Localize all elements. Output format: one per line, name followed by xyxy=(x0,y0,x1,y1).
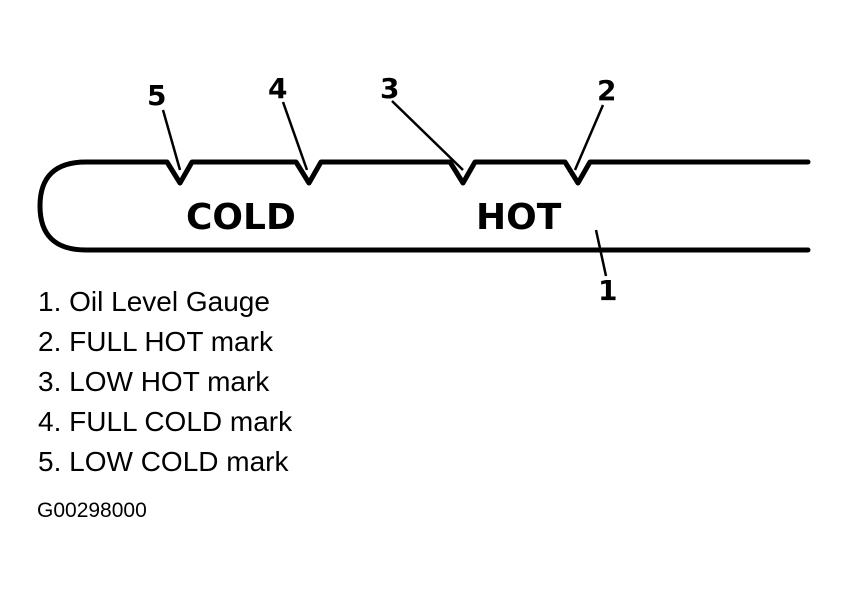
callout-low-hot: 3 xyxy=(380,72,399,105)
dipstick-outline xyxy=(37,159,811,253)
zone-label-cold: COLD xyxy=(186,197,296,238)
zone-label-hot: HOT xyxy=(476,197,562,238)
leader-line-full-hot xyxy=(573,104,605,171)
legend-list: 1. Oil Level Gauge 2. FULL HOT mark 3. L… xyxy=(38,282,292,482)
leader-line-full-cold xyxy=(281,101,309,171)
figure-id: G00298000 xyxy=(37,499,147,522)
legend-item-gauge: 1. Oil Level Gauge xyxy=(38,286,270,317)
leader-line-low-hot xyxy=(391,100,464,171)
legend-item-full-cold: 4. FULL COLD mark xyxy=(38,406,293,437)
leader-line-low-cold xyxy=(161,109,182,171)
callout-full-cold: 4 xyxy=(268,72,287,105)
callout-full-hot: 2 xyxy=(597,74,616,107)
legend-item-low-cold: 5. LOW COLD mark xyxy=(38,446,289,477)
leader-line-gauge xyxy=(594,229,608,277)
legend-item-low-hot: 3. LOW HOT mark xyxy=(38,366,270,397)
callout-gauge: 1 xyxy=(598,274,617,307)
legend-item-full-hot: 2. FULL HOT mark xyxy=(38,326,273,357)
callout-low-cold: 5 xyxy=(147,79,166,112)
